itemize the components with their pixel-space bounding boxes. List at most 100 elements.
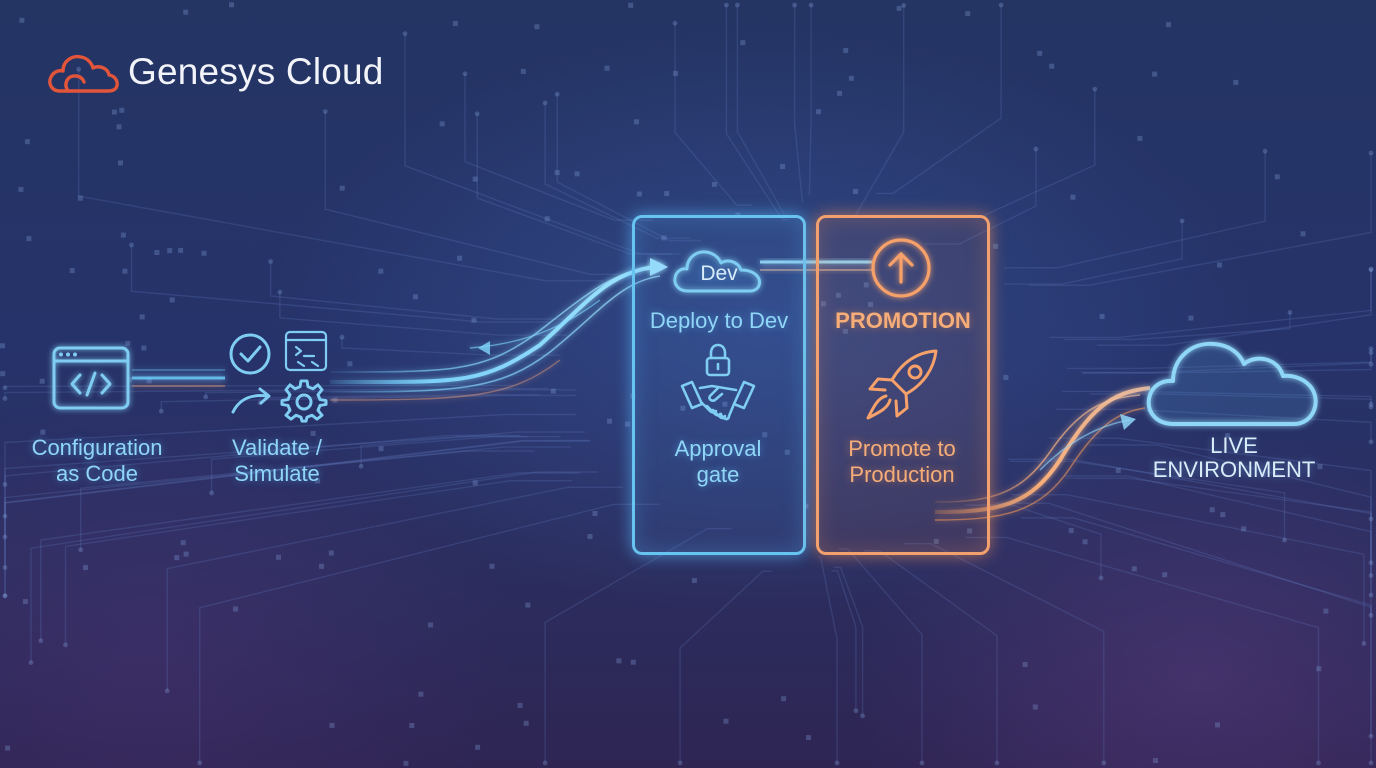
- circuit-pad: [439, 121, 445, 127]
- circuit-trace: [30, 471, 598, 663]
- circuit-trace: [130, 245, 550, 323]
- circuit-pad: [472, 176, 478, 182]
- circuit-pad: [550, 388, 556, 394]
- circuit-pad: [965, 11, 971, 17]
- circuit-node: [402, 31, 408, 37]
- circuit-pad: [820, 301, 826, 307]
- circuit-pad: [1188, 315, 1194, 321]
- circuit-trace: [1029, 153, 1372, 286]
- circuit-pad: [40, 429, 46, 435]
- circuit-trace: [166, 486, 624, 691]
- circuit-pad: [853, 189, 858, 194]
- circuit-trace: [1066, 477, 1372, 563]
- circuit-node: [158, 408, 164, 414]
- circuit-node: [1316, 760, 1321, 766]
- circuit-pad: [604, 65, 610, 71]
- circuit-pad: [120, 232, 126, 238]
- circuit-pad: [1022, 662, 1028, 667]
- circuit-pad: [122, 268, 128, 274]
- circuit-pad: [1032, 704, 1038, 710]
- cloud-icon: [48, 54, 119, 93]
- circuit-pad: [119, 107, 125, 113]
- circuit-pad: [592, 511, 598, 516]
- circuit-pad: [1220, 512, 1226, 518]
- circuit-pad: [842, 328, 848, 334]
- circuit-pad: [1225, 433, 1230, 439]
- circuit-pad: [520, 68, 526, 74]
- cloud-icon: [673, 250, 762, 293]
- circuit-pad: [630, 659, 636, 665]
- circuit-trace: [80, 446, 571, 550]
- circuit-trace: [1004, 220, 1183, 285]
- circuit-node: [853, 708, 859, 714]
- circuit-pad: [1049, 63, 1055, 69]
- circuit-trace: [210, 436, 561, 493]
- circuit-pad: [967, 528, 973, 534]
- circuit-node: [901, 3, 907, 8]
- circuit-pad: [1115, 468, 1121, 474]
- circuit-node: [78, 547, 84, 553]
- circuit-trace: [544, 102, 691, 239]
- circuit-pad: [574, 171, 580, 177]
- circuit-pad: [339, 185, 345, 191]
- circuit-pad: [1260, 471, 1266, 477]
- circuit-pad: [868, 302, 873, 307]
- circuit-pad: [781, 696, 787, 702]
- circuit-pad: [1217, 262, 1222, 268]
- circuit-pad: [673, 70, 679, 76]
- circuit-pad: [111, 109, 117, 115]
- circuit-pad: [118, 160, 123, 166]
- circuit-node: [1368, 612, 1374, 618]
- circuit-trace: [4, 413, 576, 485]
- circuit-pad: [310, 431, 316, 436]
- circuit-pad: [607, 418, 613, 424]
- circuit-node: [1368, 150, 1374, 156]
- circuit-pad: [816, 109, 821, 115]
- circuit-node: [542, 760, 548, 766]
- circuit-pad: [315, 478, 320, 484]
- circuit-node: [1361, 641, 1367, 646]
- circuit-pad: [933, 538, 939, 544]
- circuit-pad: [328, 550, 334, 556]
- circuit-pad: [472, 480, 478, 486]
- dev-cloud-label: Dev: [700, 262, 738, 285]
- circuit-trace: [1049, 437, 1372, 519]
- circuit-node: [76, 66, 82, 72]
- circuit-pad: [403, 760, 409, 766]
- circuit-pad: [409, 723, 415, 728]
- circuit-pad: [837, 90, 843, 96]
- circuit-trace: [996, 502, 1372, 763]
- promote-to-production-label: Promote to Production: [848, 436, 956, 488]
- circuit-node: [542, 100, 548, 106]
- circuit-pad: [1215, 722, 1220, 728]
- circuit-pad: [711, 181, 717, 187]
- circuit-pad: [1300, 231, 1306, 237]
- circuit-pad: [616, 658, 622, 664]
- circuit-node: [197, 760, 203, 766]
- circuit-pad: [178, 247, 184, 253]
- circuit-pad: [517, 702, 523, 708]
- circuit-pad: [1316, 666, 1322, 672]
- circuit-node: [998, 2, 1004, 8]
- circuit-pad: [183, 9, 189, 15]
- circuit-pad: [229, 2, 234, 8]
- stream-arrow-head-live: [1120, 414, 1136, 430]
- circuit-pad: [329, 722, 335, 728]
- stream-arrow-back: [478, 341, 490, 355]
- circuit-node: [462, 71, 468, 77]
- up-arrow-circle-icon: [871, 238, 931, 298]
- circuit-trace: [817, 556, 838, 763]
- promotion-stage-panel: [816, 215, 990, 555]
- circuit-node: [474, 111, 480, 117]
- circuit-pad: [691, 578, 697, 583]
- circuit-node: [1368, 592, 1374, 598]
- circuit-pad: [169, 297, 175, 303]
- circuit-node: [2, 593, 8, 598]
- circuit-node: [1098, 575, 1104, 581]
- handshake-icon: [680, 380, 756, 421]
- circuit-pad: [1070, 194, 1076, 200]
- circuit-pad: [848, 75, 854, 81]
- circuit-node: [209, 490, 215, 496]
